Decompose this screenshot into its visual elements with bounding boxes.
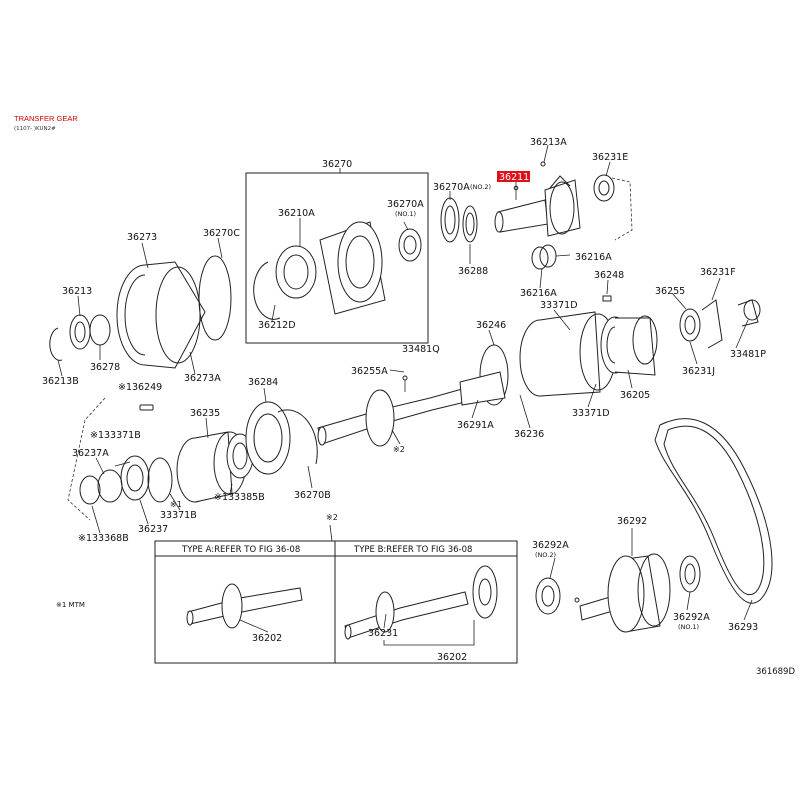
- diagram-title: TRANSFER GEAR: [14, 114, 78, 123]
- gear-stack-36235: [176, 401, 291, 503]
- label-36293: 36293: [728, 622, 758, 633]
- bearing-36231E: [593, 174, 633, 241]
- label-33371B-top: ※133371B: [90, 430, 141, 441]
- ball-33481Q: [402, 375, 408, 381]
- label-36255: 36255: [655, 286, 685, 297]
- snap-ring-36213B: [49, 327, 63, 361]
- bearing-36213: [69, 314, 91, 350]
- label-note2-box: ※2: [326, 513, 338, 522]
- label-36216A-left: 36216A: [520, 288, 557, 299]
- shaft-36202-type-a: [186, 583, 303, 629]
- label-33371D-top: 33371D: [540, 300, 578, 311]
- output-shaft-36211: [494, 175, 581, 237]
- label-33371B-bottom: 33371B: [160, 510, 197, 521]
- label-no2-note: (NO.2): [470, 183, 491, 191]
- label-36231E: 36231E: [592, 152, 628, 163]
- label-36270B: 36270B: [294, 490, 331, 501]
- label-33481P: 33481P: [730, 349, 766, 360]
- label-36231F: 36231F: [700, 267, 736, 278]
- label-type-b: TYPE B:REFER TO FIG 36-08: [353, 545, 472, 555]
- label-36212D: 36212D: [258, 320, 296, 331]
- label-36235: 36235: [190, 408, 220, 419]
- label-mark1: ※1: [170, 500, 182, 509]
- snap-ring-36212D: [253, 261, 281, 320]
- label-36210A: 36210A: [278, 208, 315, 219]
- label-33481Q: 33481Q: [402, 344, 440, 355]
- label-33385B: ※133385B: [214, 492, 265, 503]
- ring-36270C: [198, 255, 232, 341]
- bearing-36255: [679, 308, 701, 342]
- needle-bearing-36291A: [459, 371, 506, 406]
- label-36216A-right: 36216A: [575, 252, 612, 263]
- key-36248: [602, 295, 612, 302]
- bearing-36292A-no1: [679, 555, 701, 593]
- label-36288: 36288: [458, 266, 488, 277]
- label-36249: ※136249: [118, 382, 162, 393]
- label-36292: 36292: [617, 516, 647, 527]
- ball-36213A: [540, 161, 546, 167]
- sleeve-36205: [519, 311, 658, 397]
- ring-36270B: [277, 409, 318, 465]
- label-36255A: 36255A: [351, 366, 388, 377]
- label-mtm-note: ※1 MTM: [56, 601, 85, 609]
- label-36270A-no2: 36270A: [433, 182, 470, 193]
- label-no1-lower: (NO.1): [678, 623, 699, 631]
- ring-36278: [89, 314, 111, 346]
- driven-sprocket-36292: [535, 553, 701, 633]
- ring-36231F: [701, 299, 723, 349]
- ring-set-36270A-36288: [440, 197, 478, 243]
- synchro-36237: [79, 455, 173, 505]
- label-36278: 36278: [90, 362, 120, 373]
- label-36202-type-a: 36202: [252, 633, 282, 644]
- label-36246: 36246: [476, 320, 506, 331]
- label-36237: 36237: [138, 524, 168, 535]
- chain-36293: [654, 418, 773, 604]
- label-36270C: 36270C: [203, 228, 240, 239]
- differential-case-36210A: [275, 221, 422, 315]
- label-no1-note: (NO.1): [395, 210, 416, 218]
- highlight-36211: [497, 171, 530, 182]
- main-shaft: [317, 371, 506, 447]
- assembly-box-36270: [245, 172, 429, 344]
- snap-ring-36216A-left: [531, 246, 549, 270]
- label-note2-shaft: ※2: [393, 445, 405, 454]
- label-36237A: 36237A: [72, 448, 109, 459]
- label-36273: 36273: [127, 232, 157, 243]
- shaft-36231-type-b: [344, 565, 498, 640]
- key-36249: [139, 404, 154, 411]
- figure-code: 361689D: [756, 667, 795, 677]
- label-36270: 36270: [322, 159, 352, 170]
- label-36284: 36284: [248, 377, 278, 388]
- label-36292A-no2: 36292A: [532, 540, 569, 551]
- label-36202-type-b: 36202: [437, 652, 467, 663]
- label-36236: 36236: [514, 429, 544, 440]
- label-33368B: ※133368B: [78, 533, 129, 544]
- label-33371D-bottom: 33371D: [572, 408, 610, 419]
- label-36292A-no1: 36292A: [673, 612, 710, 623]
- label-36291A: 36291A: [457, 420, 494, 431]
- label-36205: 36205: [620, 390, 650, 401]
- label-36270A-no1: 36270A: [387, 199, 424, 210]
- label-36273A: 36273A: [184, 373, 221, 384]
- label-36231: 36231: [368, 628, 398, 639]
- label-type-a: TYPE A:REFER TO FIG 36-08: [181, 545, 300, 555]
- leader-lines: [57, 144, 753, 646]
- label-36248: 36248: [594, 270, 624, 281]
- label-36211-highlighted: 36211: [499, 172, 529, 183]
- ring-gear-36273: [116, 261, 206, 369]
- bearing-33481P: [743, 299, 761, 321]
- label-36231J: 36231J: [682, 366, 715, 377]
- type-reference-box: [154, 540, 518, 664]
- label-36213B: 36213B: [42, 376, 79, 387]
- label-36213: 36213: [62, 286, 92, 297]
- label-no2-lower: (NO.2): [535, 551, 556, 559]
- diagram-subtitle: (1107- )KUN2#: [14, 126, 56, 132]
- label-36213A: 36213A: [530, 137, 567, 148]
